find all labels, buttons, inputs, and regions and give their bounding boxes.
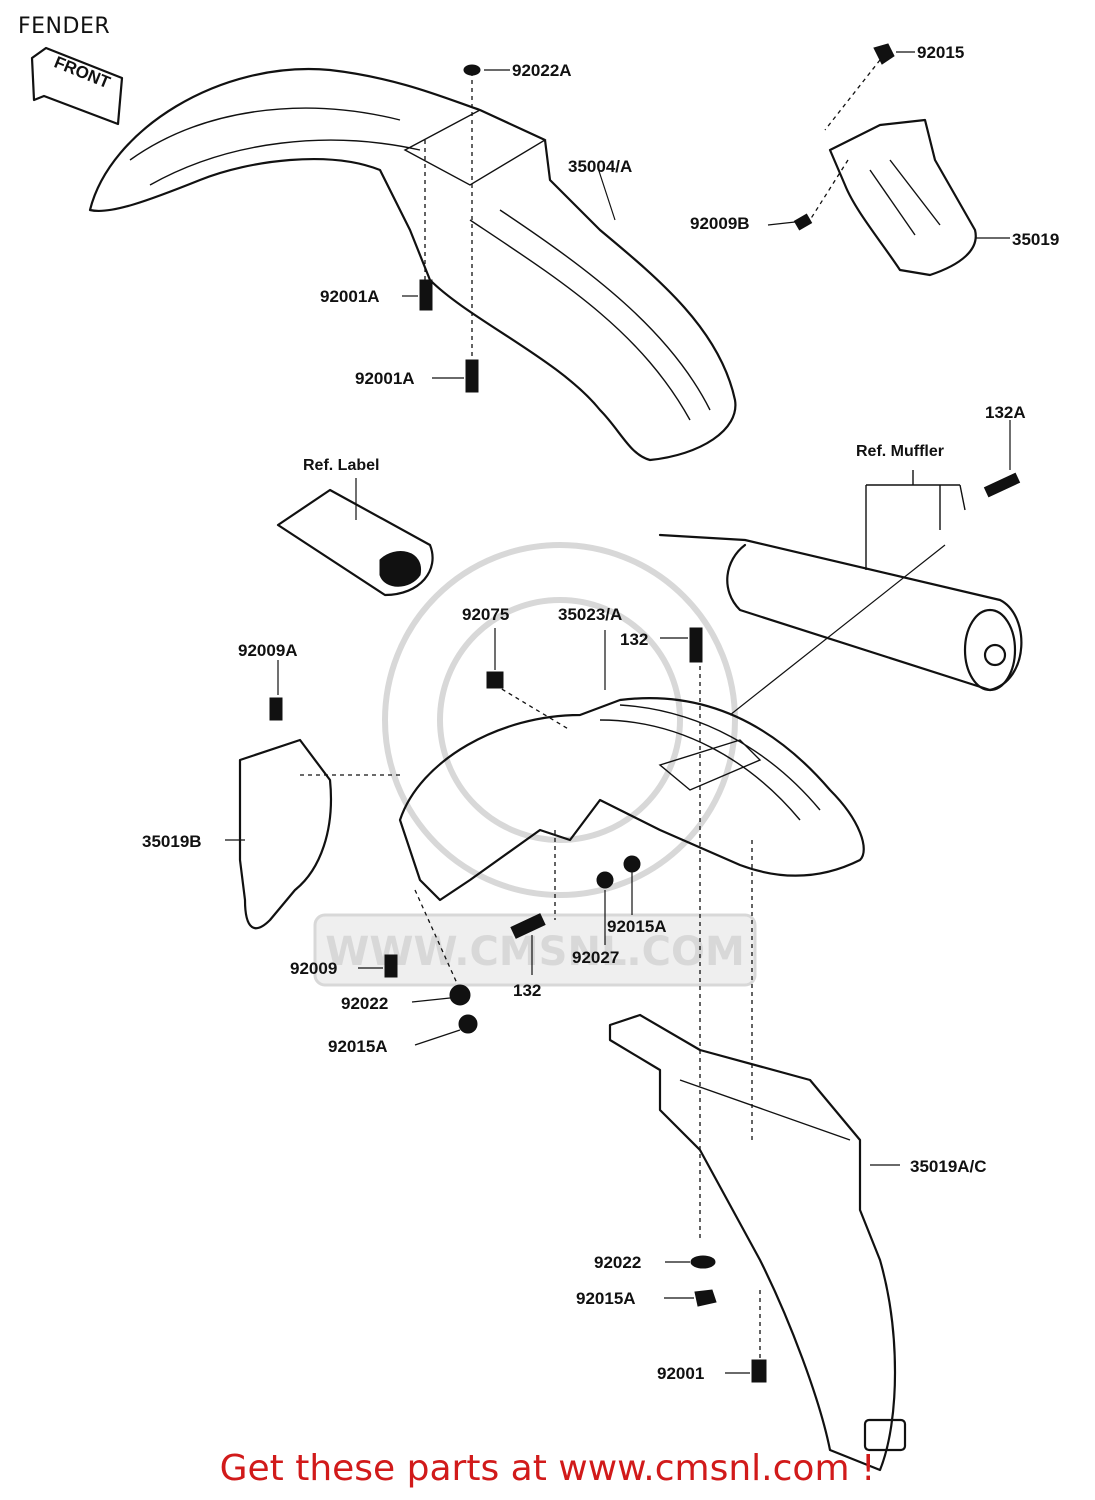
sticker-shape: [276, 488, 434, 597]
muffler-body: [658, 533, 1023, 692]
part-label-132-bottom: 132: [513, 981, 541, 1000]
part-label-92075: 92075: [462, 605, 509, 624]
bolt-92001: [751, 1359, 767, 1383]
ref-muffler-bracket: [865, 470, 966, 570]
part-label-132-top: 132: [620, 630, 648, 649]
part-label-132A: 132A: [985, 403, 1026, 422]
hardware: [269, 43, 1021, 1383]
muffler-outlet: [983, 643, 1007, 667]
ref-label-sticker: [276, 478, 434, 597]
part-label-92022-bottom: 92022: [594, 1253, 641, 1272]
part-label-92001A-2: 92001A: [355, 369, 415, 388]
watermark-banner: [313, 913, 757, 987]
rear-fender-rib-2: [619, 704, 821, 811]
bolt-132-bottom: [510, 913, 546, 939]
bolt-92009B: [793, 213, 813, 231]
part-label-35019B: 35019B: [142, 832, 202, 851]
rear-flap-bolt-guide: [809, 159, 849, 221]
watermark: WWW.CMSNL.COM: [313, 542, 757, 987]
front-arrow: FRONT: [30, 46, 124, 126]
bolt-132A: [983, 472, 1021, 498]
part-label-92015-top: 92015: [917, 43, 964, 62]
nut-92015A-left: [458, 1014, 478, 1034]
part-label-35019: 35019: [1012, 230, 1059, 249]
front-fender-mount: [403, 109, 547, 186]
front-fender-rib-3: [469, 219, 691, 421]
part-label-92009B: 92009B: [690, 214, 750, 233]
rear-fender-body: [398, 697, 865, 902]
washer-92022-bottom: [690, 1255, 716, 1269]
page-title: FENDER: [18, 14, 111, 39]
collar-92027: [596, 871, 614, 889]
watermark-logo-inner: [437, 597, 683, 843]
part-label-92001A-1: 92001A: [320, 287, 380, 306]
part-label-92009A: 92009A: [238, 641, 298, 660]
rear-flap-ac-rib: [679, 1079, 851, 1141]
front-fender: [88, 67, 737, 462]
rear-flap-rib-2: [889, 159, 941, 226]
front-fender-body: [88, 67, 737, 462]
rear-fender-mount: [658, 739, 762, 791]
nut-92015-top: [873, 43, 895, 65]
rear-flap-rib-1: [869, 169, 916, 236]
guide-92075: [494, 684, 571, 731]
footer-link-text[interactable]: Get these parts at www.cmsnl.com !: [219, 1448, 876, 1489]
part-label-92022A: 92022A: [512, 61, 572, 80]
rear-flap-ac-body: [608, 1013, 897, 1472]
bolt-92001A-1: [419, 279, 433, 311]
bolt-92009: [384, 954, 398, 978]
part-label-92015A-left: 92015A: [328, 1037, 388, 1056]
rear-flap-35019: [809, 59, 977, 277]
part-label-92015A-mid: 92015A: [607, 917, 667, 936]
grommet-92075: [486, 671, 504, 689]
mud-flap-35019B: [238, 738, 400, 930]
front-fender-rib-1: [129, 107, 401, 161]
bolt-92001A-2: [465, 359, 479, 393]
washer-92022-left: [449, 984, 471, 1006]
mud-flap-body: [238, 738, 332, 930]
rear-fender-rib-1: [599, 719, 801, 821]
rear-flap-body: [828, 118, 977, 277]
ref-muffler-callout: Ref. Muffler: [856, 443, 944, 460]
nut-92015A-mid: [623, 855, 641, 873]
watermark-logo-ring: [382, 542, 738, 898]
part-label-35023A: 35023/A: [558, 605, 622, 624]
front-fender-rib-4: [499, 209, 711, 411]
sticker-logo: [379, 551, 421, 587]
front-arrow-shape: [30, 46, 124, 126]
muffler-tail: [963, 608, 1017, 692]
bolt-132-top: [689, 627, 703, 663]
guide-left-bolt: [414, 889, 461, 991]
part-label-35004A: 35004/A: [568, 157, 632, 176]
leader-lines: [225, 51, 1011, 1374]
part-label-92022-left: 92022: [341, 994, 388, 1013]
washer-92022A: [463, 64, 481, 76]
part-label-92015A-bottom: 92015A: [576, 1289, 636, 1308]
front-arrow-label: FRONT: [51, 53, 113, 93]
part-label-92027: 92027: [572, 948, 619, 967]
reflector-plate: [863, 1418, 907, 1452]
muffler-mount-line: [729, 544, 946, 716]
part-label-35019AC: 35019A/C: [910, 1157, 987, 1176]
rear-fender: [398, 697, 865, 902]
muffler: [658, 470, 1023, 692]
front-fender-rib-2: [149, 139, 421, 186]
bolt-92009A: [269, 697, 283, 721]
nut-92015A-bottom: [694, 1289, 717, 1307]
rear-flap-guide: [824, 59, 881, 131]
part-label-92001: 92001: [657, 1364, 704, 1383]
assembly-guides: [414, 72, 946, 1365]
ref-label-callout: Ref. Label: [303, 457, 379, 474]
rear-flap-35019AC: [608, 1013, 907, 1472]
part-label-92009: 92009: [290, 959, 337, 978]
